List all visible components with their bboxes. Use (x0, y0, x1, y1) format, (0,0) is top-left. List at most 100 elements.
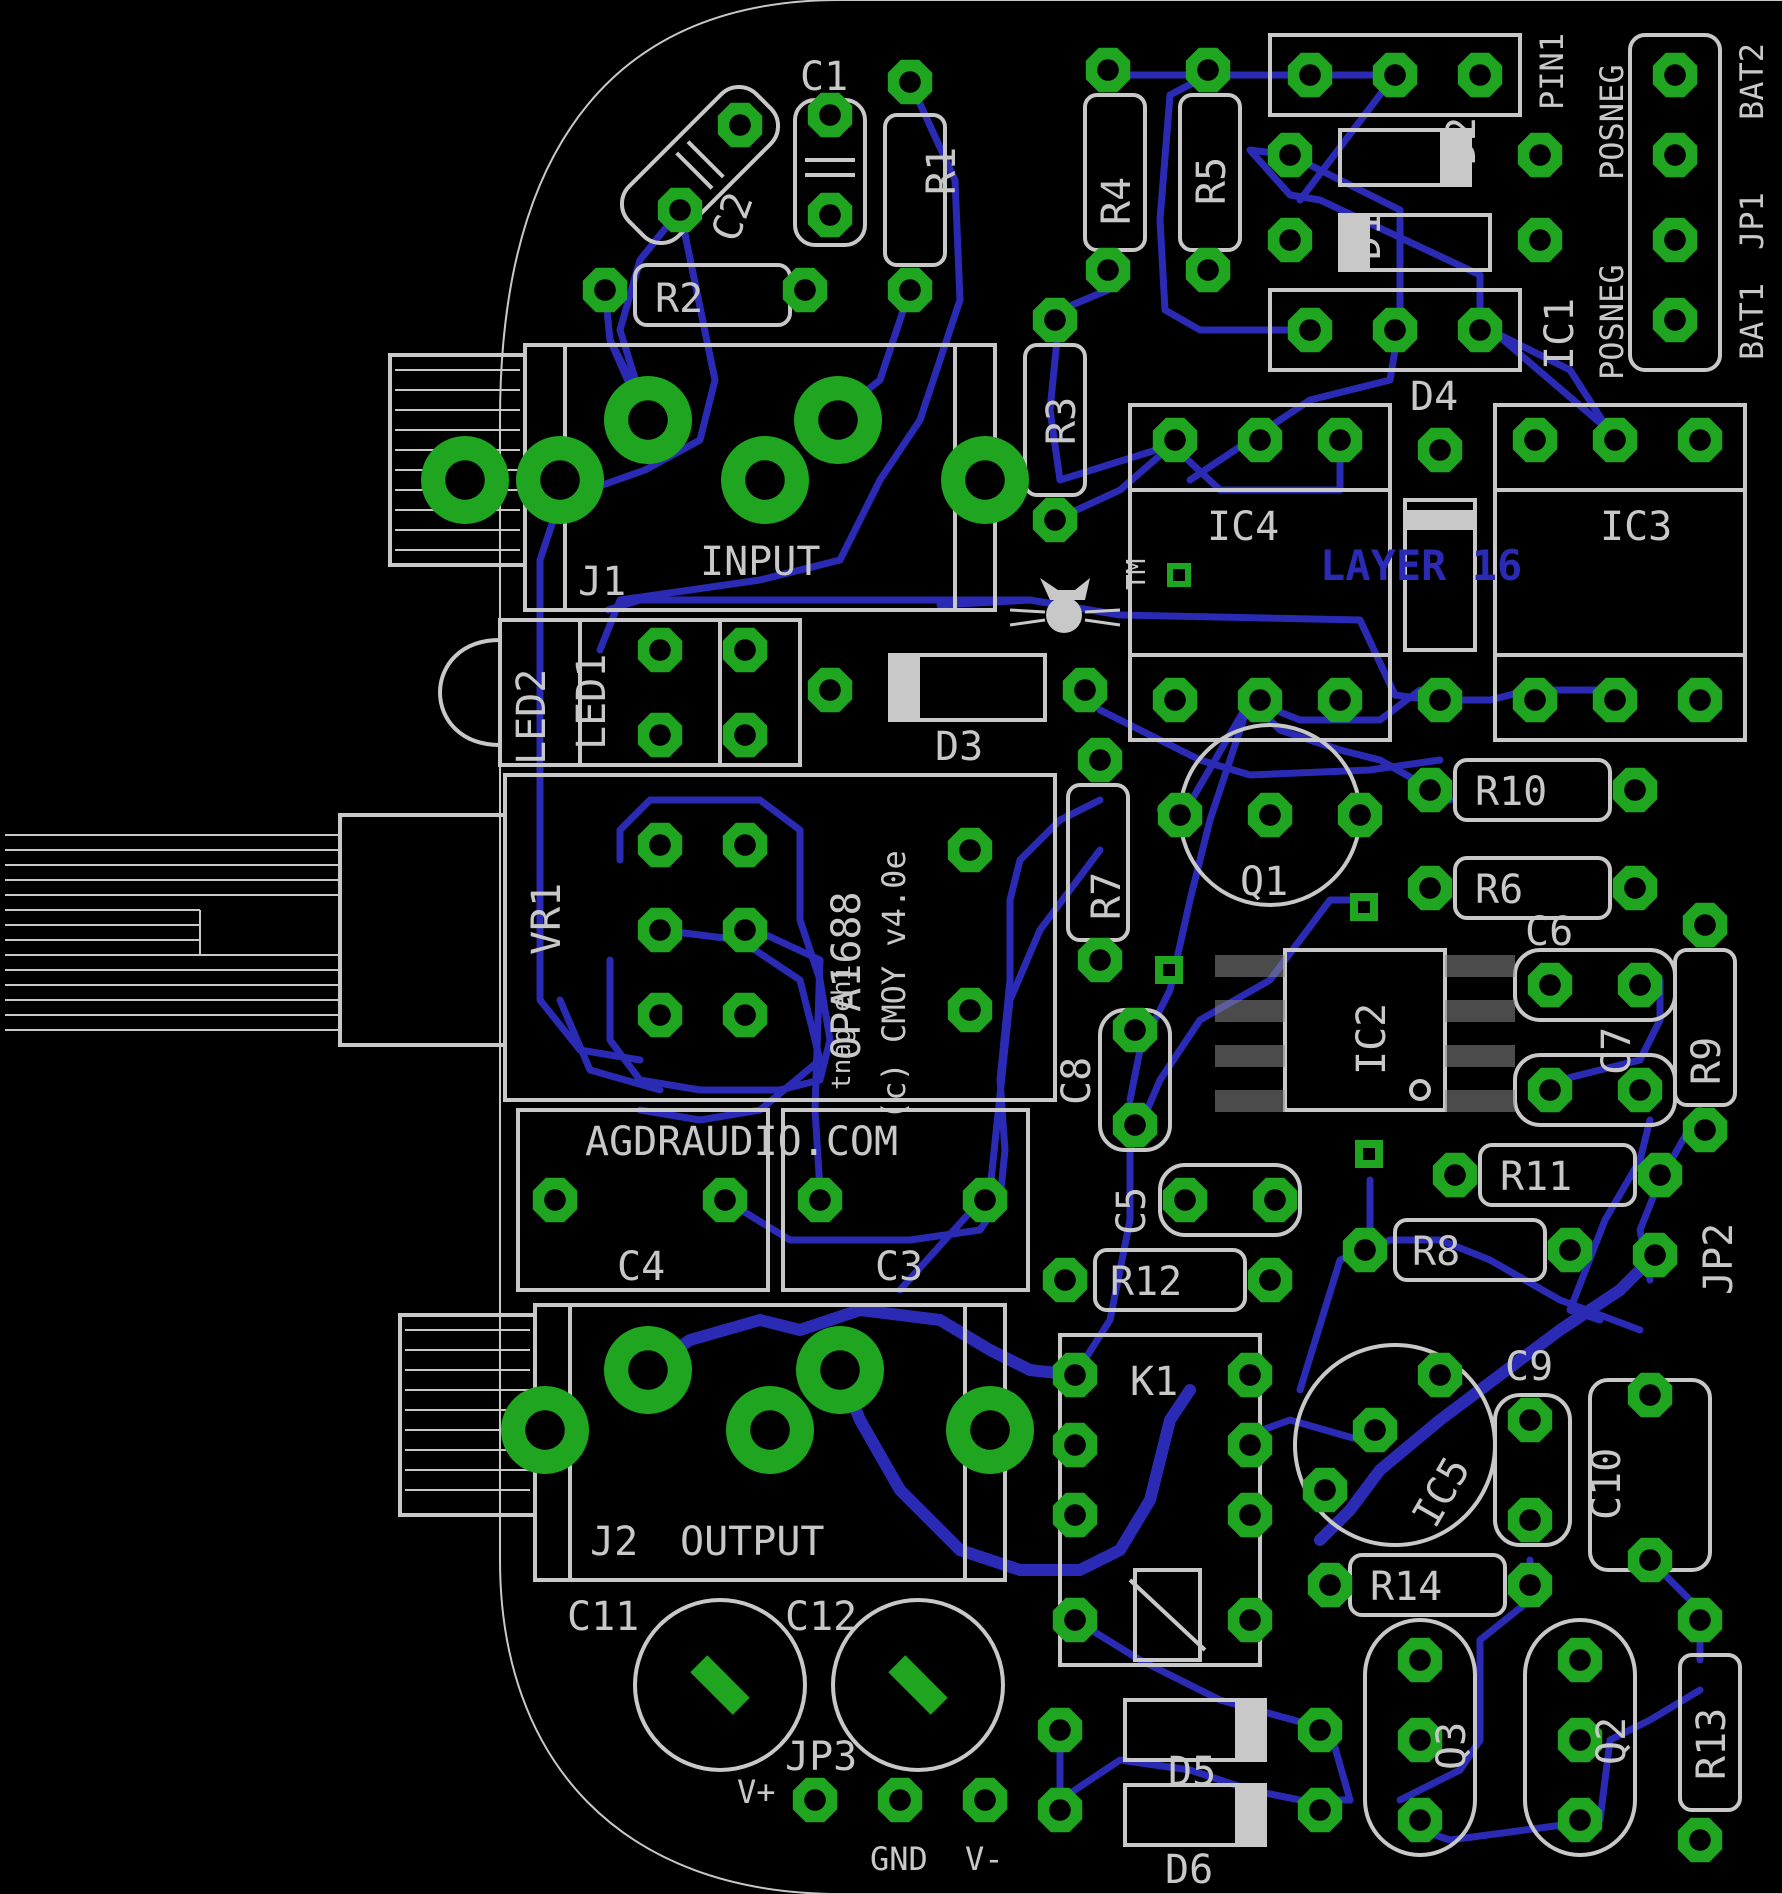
drill-hole (1239, 1434, 1261, 1456)
label-opa1688: OPA1688 (824, 891, 870, 1060)
drill-hole (1064, 1504, 1086, 1526)
label-c6: C6 (1525, 909, 1573, 955)
drill-hole (649, 1004, 671, 1026)
label-c5: C5 (1109, 1187, 1155, 1235)
label-d1: D1 (1344, 212, 1390, 260)
drill-hole (1299, 319, 1321, 341)
drill-hole (1694, 914, 1716, 936)
drill-hole (1469, 319, 1491, 341)
drill-hole (445, 460, 485, 500)
label-c9: C9 (1505, 1344, 1553, 1390)
drill-hole (1044, 309, 1066, 331)
drill-hole (1559, 1239, 1581, 1261)
drill-hole (970, 1410, 1010, 1450)
label-pin1: PIN1 (1533, 33, 1571, 110)
test-pads (1155, 563, 1383, 1168)
drill-hole (804, 1789, 826, 1811)
label-r13: R13 (1689, 1708, 1735, 1780)
drill-hole (1529, 144, 1551, 166)
drill-hole (1309, 1799, 1331, 1821)
label-r6: R6 (1475, 867, 1523, 913)
drill-hole (714, 1189, 736, 1211)
drill-hole (1444, 1164, 1466, 1186)
drill-hole (649, 919, 671, 941)
drill-hole (1569, 1809, 1591, 1831)
label-posneg-bottom: POSNEG (1593, 264, 1631, 380)
drill-hole (1249, 429, 1271, 451)
drill-hole (1259, 804, 1281, 826)
label-ic2: IC2 (1349, 1003, 1395, 1075)
drill-hole (1089, 749, 1111, 771)
label-c4: C4 (617, 1244, 665, 1290)
label-c11: C11 (567, 1594, 639, 1640)
label-q1: Q1 (1240, 859, 1288, 905)
capacitor-mark (888, 1655, 948, 1715)
cat-logo-icon (1009, 578, 1121, 633)
label-r14: R14 (1370, 1564, 1442, 1610)
drill-hole (1249, 689, 1271, 711)
drill-hole (1097, 59, 1119, 81)
drill-hole (1124, 1114, 1146, 1136)
drill-hole (1409, 1649, 1431, 1671)
drill-hole (1694, 1119, 1716, 1141)
drill-hole (819, 204, 841, 226)
drill-hole (1409, 1729, 1431, 1751)
label-j2: J2 (590, 1519, 638, 1565)
drill-hole (1197, 59, 1219, 81)
label-j1: J1 (578, 559, 626, 605)
drill-hole (899, 279, 921, 301)
label-r1: R1 (919, 147, 965, 195)
drill-hole (1629, 1079, 1651, 1101)
drill-hole (1569, 1729, 1591, 1751)
drill-hole (1259, 1269, 1281, 1291)
drill-hole (649, 834, 671, 856)
drill-hole (1354, 1239, 1376, 1261)
drill-hole (649, 724, 671, 746)
drill-hole (1539, 1079, 1561, 1101)
silkscreen-labels: C1 C2 R1 R2 R3 R4 R5 PIN1 BAT2 JP1 BAT1 … (509, 33, 1771, 1893)
drill-hole (1097, 259, 1119, 281)
label-ic4: IC4 (1207, 504, 1279, 550)
drill-hole (959, 839, 981, 861)
label-d4: D4 (1410, 374, 1458, 420)
drill-hole (1519, 1574, 1541, 1596)
label-credit: (c) CMOY v4.0e (875, 850, 913, 1120)
label-r7: R7 (1084, 872, 1130, 920)
drill-hole (1569, 1649, 1591, 1671)
drill-hole (594, 279, 616, 301)
label-layer16: LAYER 16 (1320, 541, 1522, 590)
drill-hole (525, 1410, 565, 1450)
label-r8: R8 (1412, 1229, 1460, 1275)
label-c10: C10 (1584, 1448, 1630, 1520)
drill-hole (669, 199, 691, 221)
label-output: OUTPUT (680, 1519, 825, 1565)
drill-hole (1364, 1419, 1386, 1441)
drill-hole (1169, 804, 1191, 826)
label-vminus: V- (965, 1840, 1004, 1878)
drill-hole (1689, 1829, 1711, 1851)
drill-hole (1604, 689, 1626, 711)
drill-hole (1384, 319, 1406, 341)
capacitor-mark (690, 1655, 750, 1715)
label-r10: R10 (1475, 769, 1547, 815)
drill-hole (544, 1189, 566, 1211)
label-c7: C7 (1594, 1027, 1640, 1075)
drill-hole (1044, 509, 1066, 531)
label-agdraudio: AGDRAUDIO.COM (585, 1119, 898, 1165)
drill-hole (1349, 804, 1371, 826)
drill-hole (745, 460, 785, 500)
drill-hole (1524, 429, 1546, 451)
drill-hole (965, 460, 1005, 500)
drill-hole (1309, 1719, 1331, 1741)
label-vr1: VR1 (524, 883, 570, 955)
label-c12: C12 (785, 1594, 857, 1640)
label-r11: R11 (1500, 1154, 1572, 1200)
drill-hole (1664, 144, 1686, 166)
label-r9: R9 (1684, 1037, 1730, 1085)
drill-hole (649, 639, 671, 661)
drill-hole (1197, 259, 1219, 281)
drill-hole (1239, 1504, 1261, 1526)
drill-hole (1624, 779, 1646, 801)
label-led2: LED2 (509, 669, 555, 765)
